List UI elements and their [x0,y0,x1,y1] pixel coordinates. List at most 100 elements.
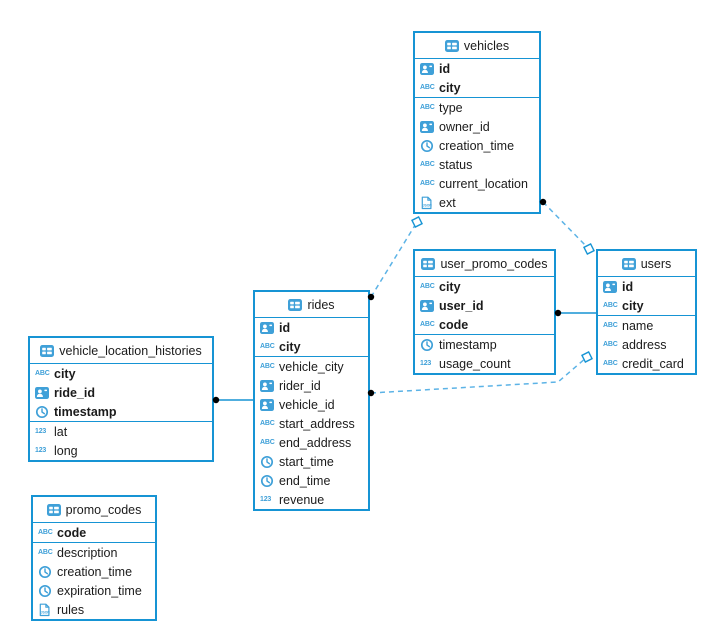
field-row-vehicles-owner_id[interactable]: owner_id [415,117,539,136]
abc-icon-cell: ABC [260,343,279,350]
field-name: long [54,443,78,458]
field-name: status [439,157,473,172]
field-name: usage_count [439,356,511,371]
field-name: credit_card [622,356,684,371]
field-name: timestamp [439,337,497,352]
field-row-rides-vehicle_city[interactable]: ABC vehicle_city [255,357,368,376]
clock-icon [38,565,52,578]
field-row-user_promo_codes-user_id[interactable]: user_id [415,296,554,315]
field-name: code [57,525,87,540]
clock-icon-cell [260,455,279,469]
table-header-rides[interactable]: rides [255,292,368,318]
field-name: owner_id [439,119,490,134]
abc-icon: ABC [38,549,53,556]
field-row-rides-end_time[interactable]: end_time [255,471,368,490]
field-row-vehicle_location_histories-ride_id[interactable]: ride_id [30,383,212,402]
table-icon [46,503,61,516]
field-row-promo_codes-expiration_time[interactable]: expiration_time [33,581,155,600]
relationship-vehicles-users [542,201,590,250]
clock-icon-cell [420,338,439,352]
abc-icon: ABC [603,322,618,329]
field-name: lat [54,424,68,439]
field-row-users-credit_card[interactable]: ABC credit_card [598,354,695,373]
table-header-promo_codes[interactable]: promo_codes [33,497,155,523]
field-row-users-id[interactable]: id [598,277,695,296]
field-row-promo_codes-creation_time[interactable]: creation_time [33,562,155,581]
abc-icon: ABC [603,360,618,367]
abc-icon: ABC [260,439,275,446]
table-header-vehicles[interactable]: vehicles [415,33,539,59]
svg-text:JSON: JSON [41,610,51,614]
table-header-vehicle_location_histories[interactable]: vehicle_location_histories [30,338,212,364]
field-name: city [54,366,76,381]
table-header-users[interactable]: users [598,251,695,277]
field-row-rides-id[interactable]: id [255,318,368,337]
field-row-vehicle_location_histories-timestamp[interactable]: timestamp [30,402,212,421]
field-name: city [279,339,301,354]
abc-icon-cell: ABC [260,420,279,427]
id-icon [260,321,274,334]
table-icon [288,298,303,311]
field-name: expiration_time [57,583,142,598]
field-name: city [622,298,644,313]
clock-icon-cell [420,139,439,153]
id-icon-cell [35,386,54,399]
abc-icon: ABC [260,363,275,370]
table-icon [40,344,55,357]
number-icon-cell: 123 [420,360,439,367]
field-name: user_id [439,298,484,313]
field-name: start_time [279,454,334,469]
abc-icon-cell: ABC [603,302,622,309]
field-row-rides-start_time[interactable]: start_time [255,452,368,471]
id-icon [420,62,434,75]
field-row-user_promo_codes-timestamp[interactable]: timestamp [415,335,554,354]
field-name: start_address [279,416,355,431]
field-row-rides-rider_id[interactable]: rider_id [255,376,368,395]
abc-icon-cell: ABC [38,529,57,536]
field-name: vehicle_city [279,359,344,374]
field-row-vehicles-creation_time[interactable]: creation_time [415,136,539,155]
field-row-vehicles-id[interactable]: id [415,59,539,78]
field-name: current_location [439,176,528,191]
abc-icon: ABC [603,341,618,348]
field-row-rides-vehicle_id[interactable]: vehicle_id [255,395,368,414]
id-icon-cell [420,299,439,312]
id-icon [420,299,434,312]
table-header-user_promo_codes[interactable]: user_promo_codes [415,251,554,277]
id-icon-cell [260,379,279,392]
